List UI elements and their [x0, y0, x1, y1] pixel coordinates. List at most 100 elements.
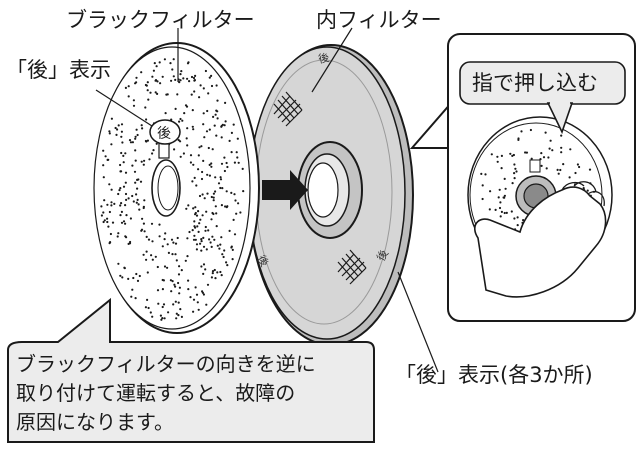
filter-dot [120, 123, 124, 126]
filter-dot [216, 244, 219, 247]
filter-dot [151, 315, 154, 318]
filter-dot [104, 155, 107, 158]
filter-dot-pattern [100, 58, 245, 321]
filter-dot [179, 155, 182, 158]
filter-dot [551, 149, 554, 152]
filter-dot [108, 130, 111, 133]
filter-dot [221, 253, 224, 256]
filter-dot [200, 177, 204, 181]
filter-dot [138, 208, 141, 211]
filter-dot [119, 204, 122, 207]
filter-dot [193, 90, 196, 93]
filter-dot [145, 258, 148, 261]
filter-dot [148, 158, 151, 161]
filter-dot [206, 173, 209, 176]
inset-panel [409, 33, 636, 322]
filter-dot [136, 187, 139, 190]
filter-dot [216, 99, 219, 102]
filter-dot [191, 229, 194, 232]
filter-dot [128, 139, 132, 142]
filter-dot [145, 250, 148, 253]
filter-dot [202, 293, 205, 296]
filter-dot [220, 274, 223, 277]
filter-dot [147, 98, 150, 101]
filter-dot [195, 184, 198, 187]
filter-dot [211, 148, 214, 151]
filter-dot [233, 193, 236, 196]
filter-dot [188, 80, 191, 83]
filter-dot [239, 211, 242, 214]
filter-dot [562, 163, 565, 166]
filter-dot [178, 81, 181, 84]
filter-dot [161, 305, 164, 309]
filter-dot [208, 163, 211, 166]
filter-dot [170, 290, 173, 293]
filter-dot [231, 248, 234, 251]
filter-dot [525, 151, 529, 154]
filter-dot [123, 267, 126, 270]
filter-dot [156, 289, 160, 292]
filter-dot [151, 75, 154, 78]
filter-dot [194, 74, 197, 77]
filter-dot [120, 221, 124, 224]
filter-dot [141, 217, 144, 220]
filter-dot [172, 303, 175, 306]
filter-dot [146, 271, 149, 274]
filter-dot [545, 167, 548, 170]
filter-dot [205, 210, 208, 213]
filter-dot [224, 205, 227, 208]
filter-dot [110, 201, 113, 204]
filter-dot [164, 112, 167, 115]
filter-dot [197, 230, 200, 233]
filter-dot [228, 229, 231, 232]
filter-dot [189, 161, 192, 164]
filter-dot [127, 242, 130, 245]
filter-dot [221, 123, 224, 126]
filter-dot [174, 253, 177, 256]
filter-dot [212, 192, 215, 195]
back-mark-badge-label: 後 [157, 126, 171, 142]
filter-dot [219, 186, 222, 190]
filter-dot [216, 117, 219, 120]
warning-callout [7, 297, 375, 443]
filter-dot [151, 152, 154, 155]
filter-dot [560, 134, 563, 137]
filter-dot [179, 140, 182, 143]
filter-dot [136, 198, 139, 201]
filter-dot [180, 269, 183, 272]
filter-dot [205, 303, 208, 306]
filter-dot [179, 73, 182, 76]
filter-dot [195, 293, 199, 296]
filter-dot [219, 178, 223, 181]
filter-dot [210, 74, 213, 77]
filter-dot [193, 79, 196, 82]
filter-dot [174, 242, 178, 245]
filter-dot [215, 84, 218, 87]
filter-dot [556, 168, 559, 171]
filter-dot [177, 314, 180, 317]
filter-dot [220, 204, 223, 207]
filter-dot [140, 71, 143, 74]
filter-dot [193, 220, 196, 223]
filter-dot [510, 210, 513, 213]
filter-dot [205, 130, 209, 133]
filter-dot [156, 80, 159, 83]
filter-dot [511, 154, 514, 157]
filter-dot [110, 204, 113, 207]
filter-dot [103, 199, 106, 202]
filter-dot [202, 159, 205, 162]
filter-dot [134, 135, 137, 138]
filter-dot [172, 58, 175, 61]
filter-dot [489, 190, 492, 193]
filter-dot [181, 119, 184, 122]
filter-dot [194, 206, 197, 209]
filter-dot [185, 207, 188, 210]
filter-dot [182, 152, 185, 155]
filter-dot [159, 82, 162, 85]
filter-dot [202, 272, 205, 275]
filter-dot [179, 308, 182, 311]
filter-dot [560, 146, 563, 149]
filter-dot [201, 214, 204, 217]
filter-dot [190, 75, 194, 79]
